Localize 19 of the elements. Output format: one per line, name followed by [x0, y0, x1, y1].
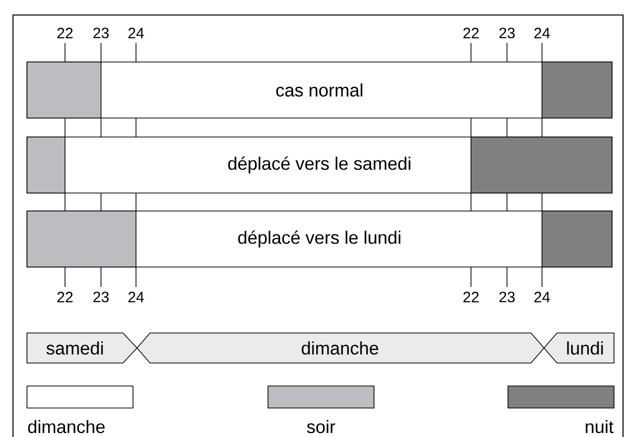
schedule-bar: déplacé vers le lundi	[26, 210, 612, 268]
hour-label: 24	[128, 292, 144, 302]
hour-label: 23	[93, 292, 109, 302]
hour-label: 23	[93, 28, 109, 38]
hour-label: 22	[463, 292, 479, 302]
legend-label: nuit	[586, 420, 614, 434]
hour-label: 24	[128, 28, 144, 38]
hour-label: 22	[57, 292, 73, 302]
hour-label: 24	[534, 292, 550, 302]
hour-label: 23	[499, 292, 515, 302]
legend-label: dimanche	[28, 420, 105, 434]
hour-label: 22	[463, 28, 479, 38]
day-segment: samedi	[26, 332, 138, 364]
hour-label: 23	[499, 28, 515, 38]
legend-label: soir	[307, 420, 336, 434]
schedule-bar: déplacé vers le samedi	[26, 136, 612, 194]
hour-label: 22	[57, 28, 73, 38]
hour-label: 24	[534, 28, 550, 38]
schedule-bar: cas normal	[26, 62, 612, 118]
